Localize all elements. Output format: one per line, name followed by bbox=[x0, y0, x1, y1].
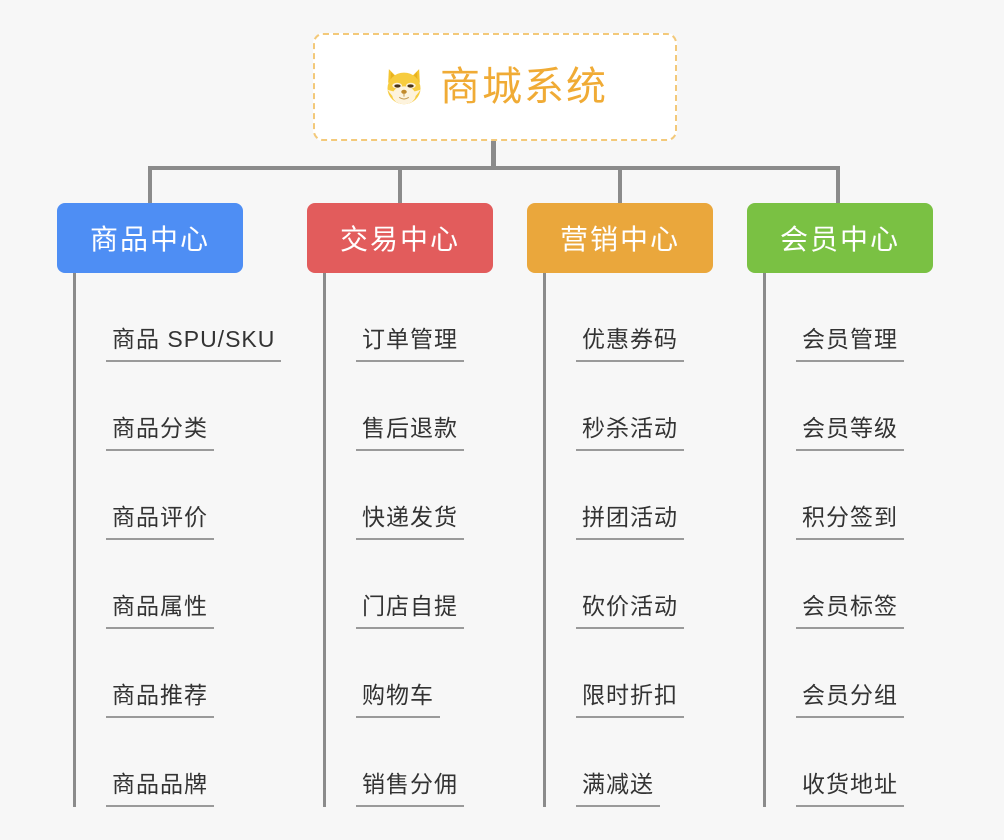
list-item[interactable]: 收货地址 bbox=[766, 718, 933, 807]
category-box-marketing-center[interactable]: 营销中心 bbox=[527, 203, 713, 273]
category-box-product-center[interactable]: 商品中心 bbox=[57, 203, 243, 273]
connector-drop-marketing-center bbox=[618, 166, 622, 204]
list-item[interactable]: 会员分组 bbox=[766, 629, 933, 718]
leaf-label: 商品属性 bbox=[106, 587, 214, 629]
leaf-label: 门店自提 bbox=[356, 587, 464, 629]
leaf-label: 秒杀活动 bbox=[576, 409, 684, 451]
connector-horizontal-bus bbox=[148, 166, 840, 170]
list-item[interactable]: 商品属性 bbox=[76, 540, 281, 629]
list-item[interactable]: 商品评价 bbox=[76, 451, 281, 540]
leaf-label: 快递发货 bbox=[356, 498, 464, 540]
list-item[interactable]: 快递发货 bbox=[326, 451, 493, 540]
category-label: 营销中心 bbox=[559, 224, 680, 255]
list-item[interactable]: 会员管理 bbox=[766, 273, 933, 362]
root-title: 商城系统 bbox=[440, 65, 608, 109]
list-item[interactable]: 满减送 bbox=[546, 718, 713, 807]
list-item[interactable]: 限时折扣 bbox=[546, 629, 713, 718]
leaf-label: 商品 SPU/SKU bbox=[106, 320, 282, 362]
list-item[interactable]: 商品品牌 bbox=[76, 718, 281, 807]
category-label: 交易中心 bbox=[339, 224, 460, 255]
leaf-label: 收货地址 bbox=[796, 765, 904, 807]
leaf-label: 会员管理 bbox=[796, 320, 904, 362]
leaf-label: 商品评价 bbox=[106, 498, 214, 540]
list-item[interactable]: 积分签到 bbox=[766, 451, 933, 540]
leaf-label: 砍价活动 bbox=[576, 587, 684, 629]
column-marketing-center: 营销中心 优惠券码 秒杀活动 拼团活动 砍价活动 限时折扣 满减送 bbox=[527, 203, 713, 807]
leaf-label: 满减送 bbox=[576, 765, 660, 807]
leaf-rail-member-center: 会员管理 会员等级 积分签到 会员标签 会员分组 收货地址 bbox=[763, 273, 933, 807]
connector-drop-product-center bbox=[148, 166, 152, 204]
leaf-label: 订单管理 bbox=[356, 320, 464, 362]
list-item[interactable]: 砍价活动 bbox=[546, 540, 713, 629]
leaf-label: 会员标签 bbox=[796, 587, 904, 629]
leaf-label: 会员等级 bbox=[796, 409, 904, 451]
list-item[interactable]: 优惠券码 bbox=[546, 273, 713, 362]
leaf-label: 优惠券码 bbox=[576, 320, 684, 362]
list-item[interactable]: 会员等级 bbox=[766, 362, 933, 451]
category-label: 会员中心 bbox=[779, 224, 900, 255]
category-label: 商品中心 bbox=[89, 224, 210, 255]
list-item[interactable]: 拼团活动 bbox=[546, 451, 713, 540]
leaf-label: 销售分佣 bbox=[356, 765, 464, 807]
list-item[interactable]: 商品推荐 bbox=[76, 629, 281, 718]
column-trade-center: 交易中心 订单管理 售后退款 快递发货 门店自提 购物车 销售分佣 bbox=[307, 203, 493, 807]
list-item[interactable]: 会员标签 bbox=[766, 540, 933, 629]
leaf-label: 购物车 bbox=[356, 676, 440, 718]
leaf-rail-product-center: 商品 SPU/SKU 商品分类 商品评价 商品属性 商品推荐 商品品牌 bbox=[73, 273, 282, 807]
leaf-label: 拼团活动 bbox=[576, 498, 684, 540]
list-item[interactable]: 购物车 bbox=[326, 629, 493, 718]
leaf-label: 售后退款 bbox=[356, 409, 464, 451]
column-member-center: 会员中心 会员管理 会员等级 积分签到 会员标签 会员分组 收货地址 bbox=[747, 203, 933, 807]
shiba-dog-face-icon bbox=[382, 65, 426, 109]
leaf-label: 会员分组 bbox=[796, 676, 904, 718]
leaf-label: 积分签到 bbox=[796, 498, 904, 540]
category-box-trade-center[interactable]: 交易中心 bbox=[307, 203, 493, 273]
column-product-center: 商品中心 商品 SPU/SKU 商品分类 商品评价 商品属性 商品推荐 商品品牌 bbox=[57, 203, 282, 807]
list-item[interactable]: 订单管理 bbox=[326, 273, 493, 362]
connector-drop-member-center bbox=[836, 166, 840, 204]
leaf-label: 限时折扣 bbox=[576, 676, 684, 718]
leaf-rail-marketing-center: 优惠券码 秒杀活动 拼团活动 砍价活动 限时折扣 满减送 bbox=[543, 273, 713, 807]
list-item[interactable]: 商品 SPU/SKU bbox=[76, 273, 282, 362]
list-item[interactable]: 商品分类 bbox=[76, 362, 281, 451]
connector-drop-trade-center bbox=[398, 166, 402, 204]
list-item[interactable]: 销售分佣 bbox=[326, 718, 493, 807]
list-item[interactable]: 售后退款 bbox=[326, 362, 493, 451]
root-node[interactable]: 商城系统 bbox=[313, 33, 677, 141]
connector-root-stem bbox=[491, 141, 496, 168]
list-item[interactable]: 秒杀活动 bbox=[546, 362, 713, 451]
leaf-rail-trade-center: 订单管理 售后退款 快递发货 门店自提 购物车 销售分佣 bbox=[323, 273, 493, 807]
leaf-label: 商品品牌 bbox=[106, 765, 214, 807]
category-box-member-center[interactable]: 会员中心 bbox=[747, 203, 933, 273]
leaf-label: 商品推荐 bbox=[106, 676, 214, 718]
list-item[interactable]: 门店自提 bbox=[326, 540, 493, 629]
leaf-label: 商品分类 bbox=[106, 409, 214, 451]
